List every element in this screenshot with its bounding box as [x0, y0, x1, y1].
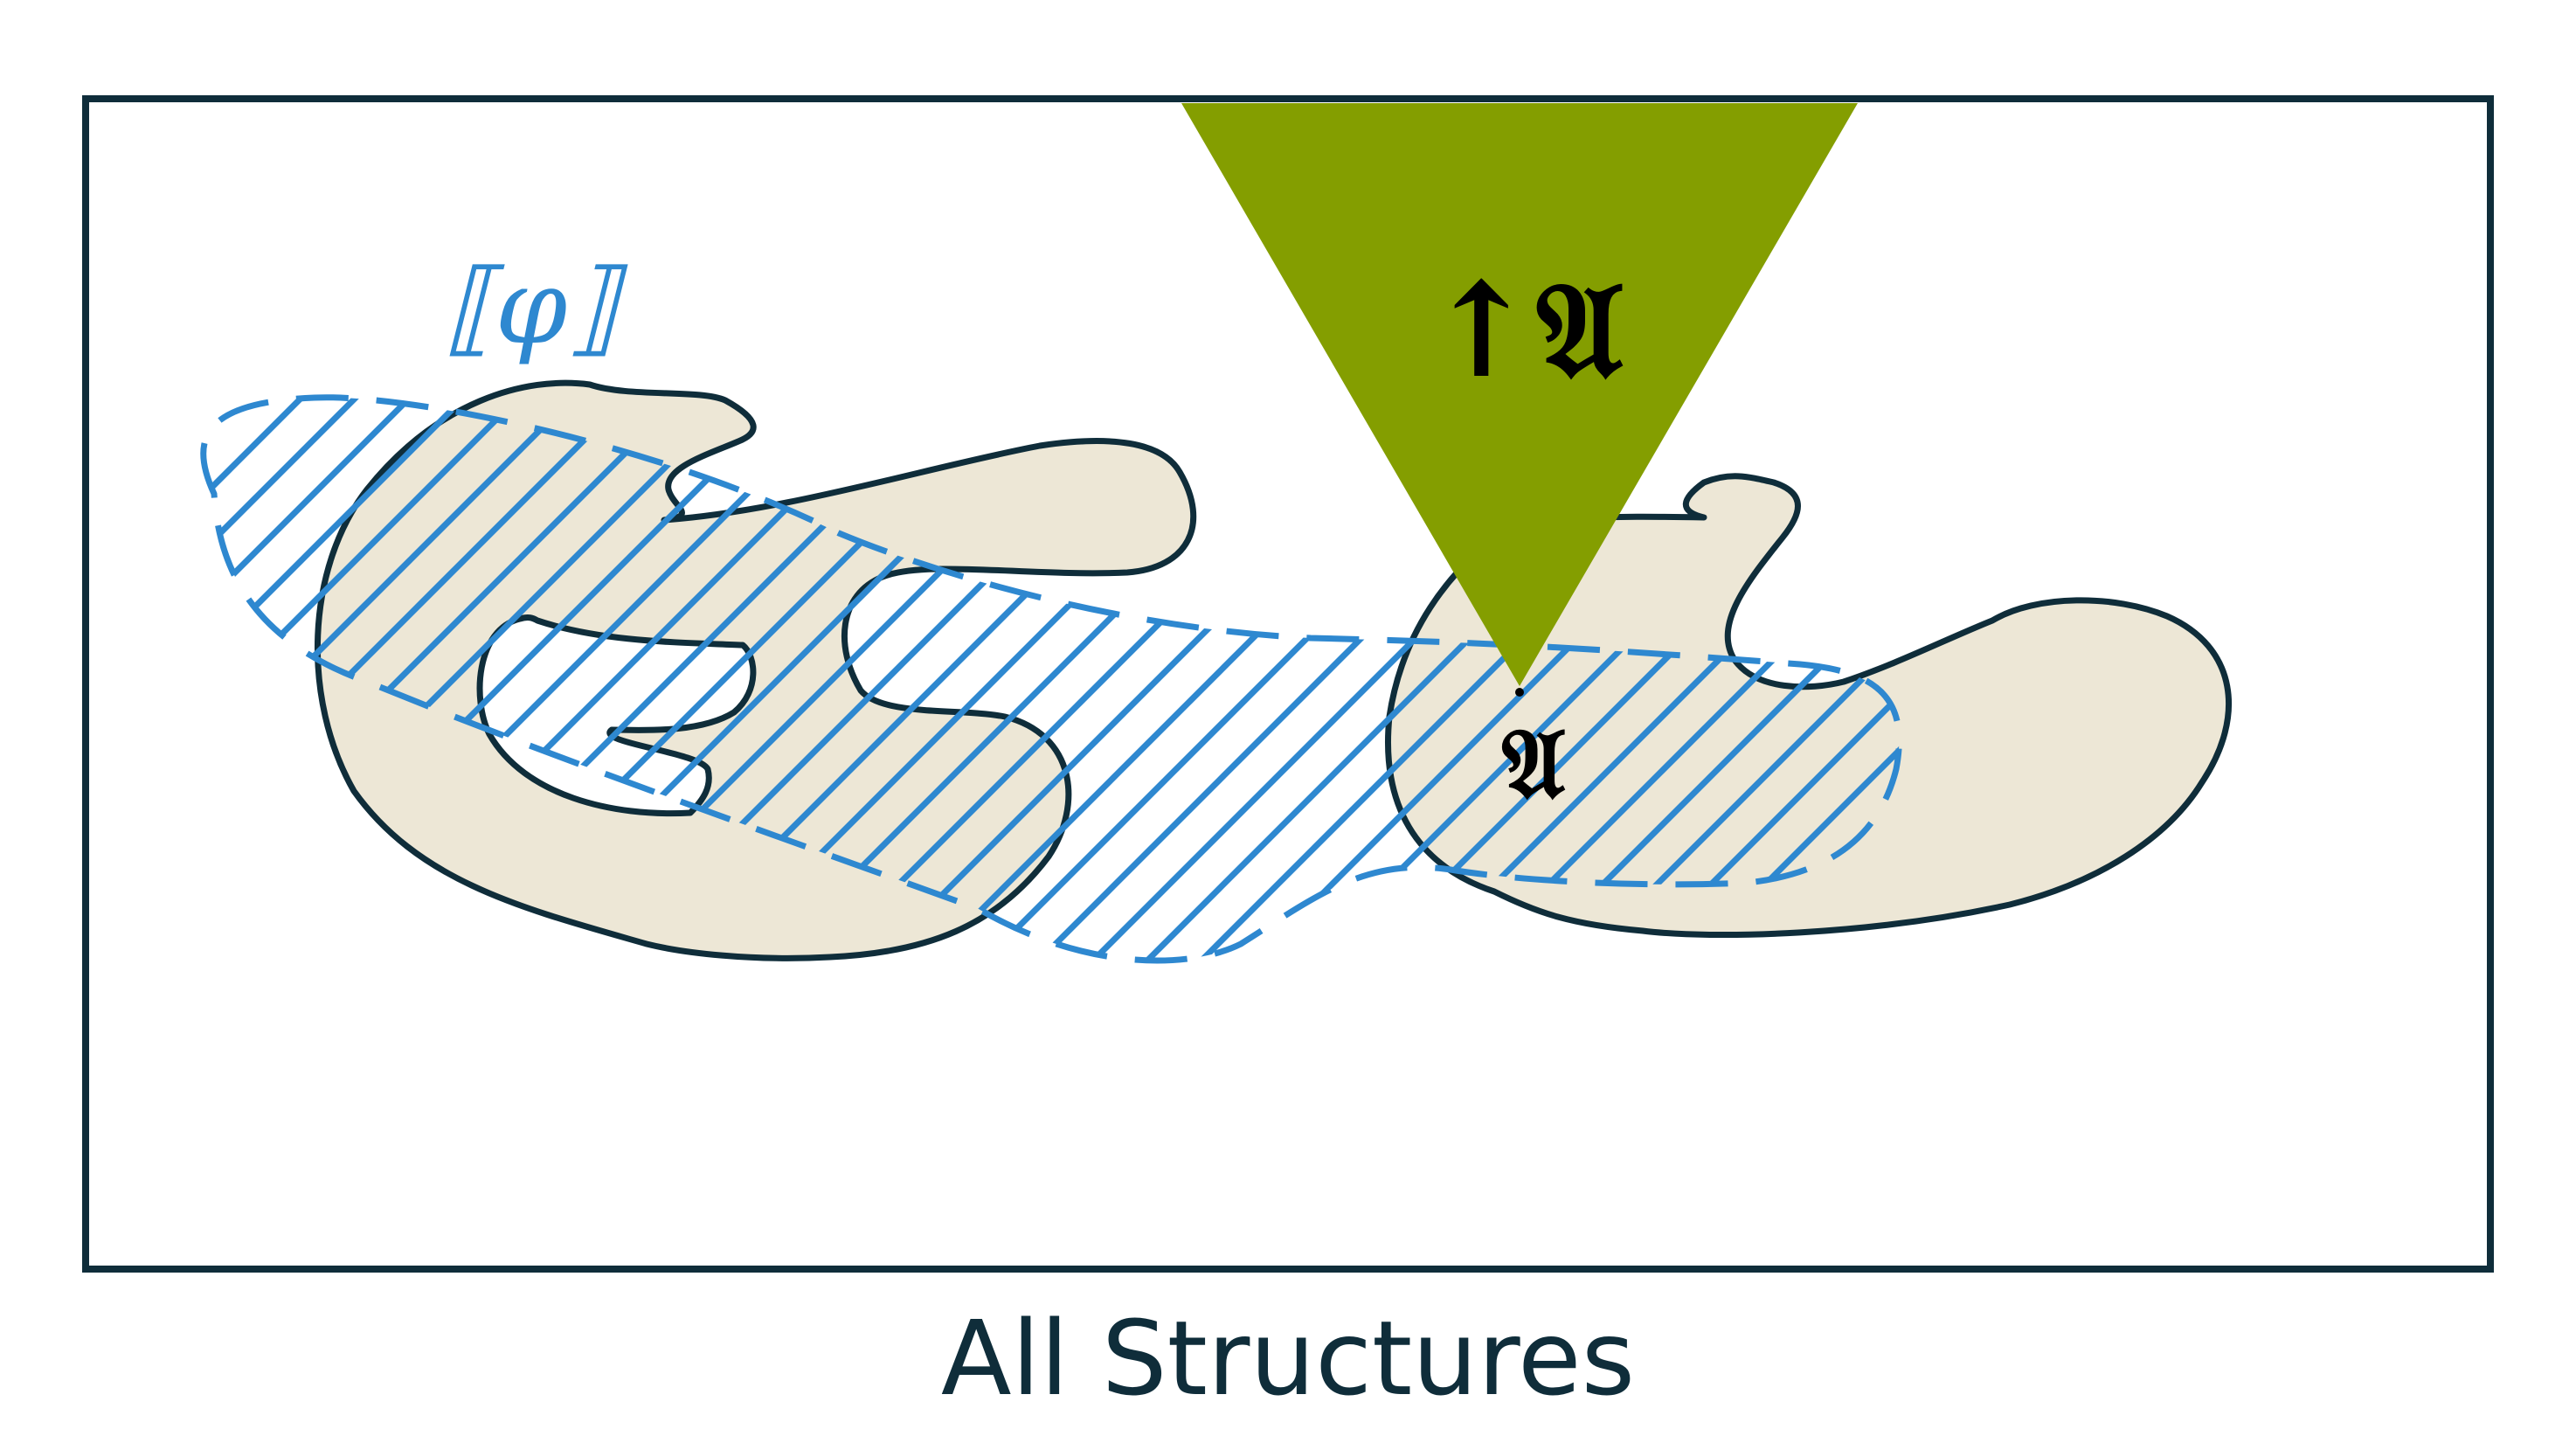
hatch-line — [2164, 350, 2576, 1136]
hatch-line — [203, 397, 569, 961]
hatch-line — [1402, 397, 1900, 961]
hatch-line — [203, 397, 406, 961]
upset-cone — [1181, 103, 1858, 686]
hatch-line — [1348, 397, 1900, 961]
hatch-line — [203, 397, 352, 961]
caption: All Structures — [941, 1298, 1635, 1419]
formula-extension-label: ⟦φ⟧ — [444, 246, 628, 367]
upset-label: ↑𝔄 — [1426, 253, 1624, 407]
hatch-line — [203, 397, 460, 961]
structure-point — [1515, 688, 1524, 697]
hatch-line — [203, 397, 515, 961]
hatch-line — [1294, 397, 1900, 961]
hatch-line — [1457, 397, 1900, 961]
structure-label: 𝔄 — [1502, 707, 1566, 820]
phi-region-boundary — [200, 394, 1902, 964]
all-structures-frame — [82, 95, 2494, 1273]
